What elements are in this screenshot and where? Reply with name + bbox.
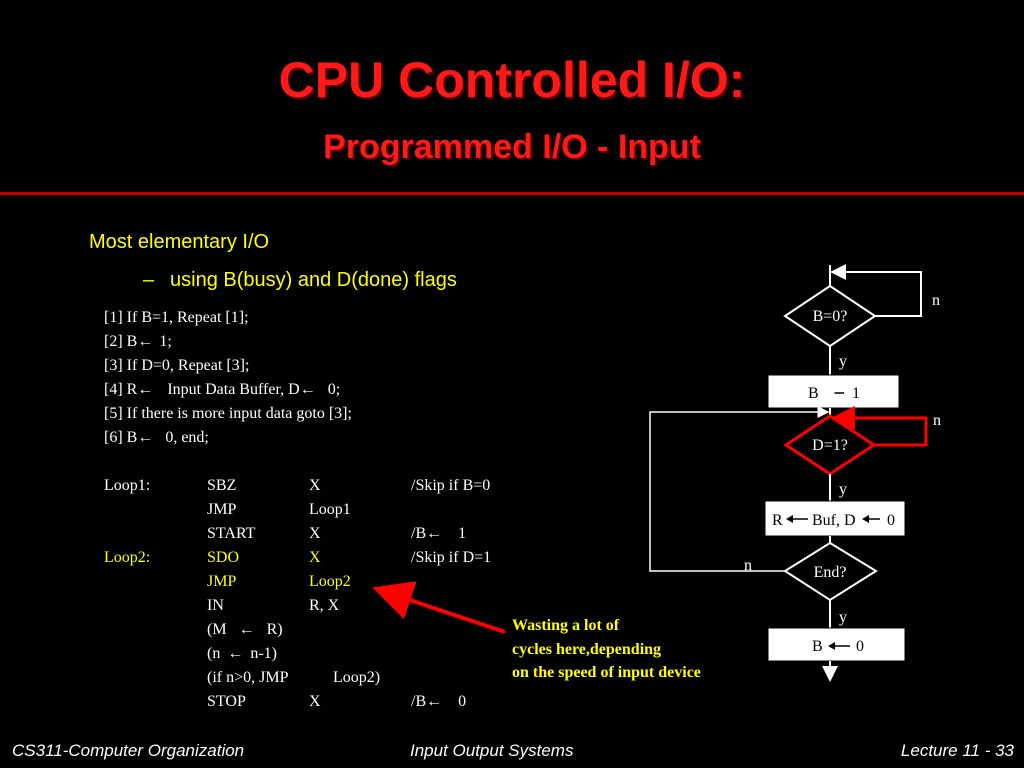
program-label: Loop1:	[104, 477, 151, 494]
step-4-lhs: [4] R	[104, 381, 138, 398]
program-op: (if n>0, JMP	[207, 669, 289, 686]
program-comment: /B← 1	[411, 522, 466, 546]
program-arg: X	[309, 525, 321, 542]
left-arrow-icon	[786, 515, 793, 523]
step-3: [3] If D=0, Repeat [3];	[104, 357, 250, 374]
program-op: JMP	[207, 501, 237, 518]
program-comment: /Skip if B=0	[411, 477, 491, 494]
step-2: [2] B← 1;	[104, 330, 172, 354]
program-op: (M	[207, 621, 227, 638]
process-label: 0	[887, 512, 895, 529]
decision-end-label: End?	[814, 564, 847, 581]
program-arg: X	[309, 477, 321, 494]
program-op: (n	[207, 645, 221, 662]
step-5: [5] If there is more input data goto [3]…	[104, 405, 352, 422]
program-comment-rhs: 1	[458, 525, 467, 542]
no-label: n	[932, 292, 940, 309]
process-label: Buf, D	[812, 512, 856, 529]
program-comment: /Skip if D=1	[411, 549, 492, 566]
program-comment-rhs: 0	[458, 693, 467, 710]
flow-loop-done	[831, 406, 928, 447]
left-arrow-icon: ←	[426, 525, 443, 542]
no-label: n	[933, 412, 941, 429]
yes-label: y	[839, 609, 847, 626]
step-6-rhs: 0, end;	[165, 429, 209, 446]
program-comment-lhs: /B	[411, 693, 427, 710]
step-4-rhs: 0;	[327, 381, 341, 398]
step-6: [6] B← 0, end;	[104, 426, 209, 450]
slide-subtitle: Programmed I/O - Input	[323, 128, 701, 166]
title-divider	[0, 192, 1024, 195]
step-4: [4] R←Input Data Buffer, D←0;	[104, 378, 340, 402]
program-arg: R)	[266, 621, 283, 638]
left-arrow-icon: ←	[137, 429, 154, 446]
program-op: SBZ	[207, 477, 237, 494]
process-clear-busy	[767, 627, 906, 662]
left-arrow-icon: ←	[238, 621, 255, 638]
program-arg: Loop2)	[333, 669, 381, 686]
left-arrow-icon	[862, 515, 869, 523]
left-arrow-icon: ←	[426, 693, 443, 710]
left-arrow-icon: ←	[299, 381, 316, 398]
note-line-3: on the speed of input device	[512, 664, 701, 681]
decision-d-label: D=1?	[812, 437, 848, 454]
footer-topic: Input Output Systems	[410, 741, 574, 760]
program-arg: X	[309, 549, 321, 566]
footer-course: CS311-Computer Organization	[12, 741, 245, 760]
left-arrow-icon: ←	[227, 645, 244, 662]
yes-label: y	[839, 353, 847, 370]
program-arg: n-1)	[250, 645, 277, 662]
flow-loop-end	[649, 406, 830, 572]
bullet-level1: Most elementary I/O	[89, 231, 270, 253]
step-1: [1] If B=1, Repeat [1];	[104, 309, 249, 326]
program-label: Loop2:	[104, 549, 151, 566]
step-2-lhs: [2] B	[104, 333, 138, 350]
left-arrow-icon: ←	[137, 381, 154, 398]
bullet-level2: using B(busy) and D(done) flags	[170, 269, 457, 291]
note-line-1: Wasting a lot of	[512, 617, 620, 634]
decision-b-label: B=0?	[813, 308, 848, 325]
left-arrow-icon: ←	[137, 333, 154, 350]
program-op: SDO	[207, 549, 240, 566]
step-4-mid: Input Data Buffer, D	[167, 381, 300, 398]
step-2-rhs: 1;	[159, 333, 172, 350]
step-6-lhs: [6] B	[104, 429, 138, 446]
process-label: R	[772, 512, 783, 529]
flow-loop-b	[830, 264, 922, 317]
program-arg: Loop2	[309, 573, 351, 590]
footer-page: Lecture 11 - 33	[900, 741, 1014, 760]
process-label: 0	[856, 638, 864, 655]
program-arg: R, X	[309, 597, 340, 614]
flowchart: B=0? n y B 1 D=1? n y R Buf, D 0 End? n …	[649, 264, 941, 682]
process-label: B	[812, 638, 823, 655]
process-label: B	[808, 385, 819, 402]
note-line-2: cycles here,depending	[512, 640, 662, 658]
no-label: n	[744, 557, 752, 574]
process-set-busy	[767, 374, 900, 409]
program-op: START	[207, 525, 256, 542]
program-op-transfer: (M ← R)	[207, 618, 283, 642]
yes-label: y	[839, 481, 847, 498]
slide-title: CPU Controlled I/O:	[278, 52, 746, 108]
left-arrow-icon	[828, 642, 835, 650]
program-comment-lhs: /B	[411, 525, 427, 542]
program-arg: X	[309, 693, 321, 710]
program-arg: Loop1	[309, 501, 351, 518]
program-op: STOP	[207, 693, 246, 710]
program-op: JMP	[207, 573, 237, 590]
process-label: 1	[852, 385, 860, 402]
bullet-dash: –	[143, 269, 155, 291]
program-op-decrement: (n ← n-1)	[207, 642, 277, 666]
program-comment: /B← 0	[411, 690, 466, 714]
program-op: IN	[207, 597, 224, 614]
